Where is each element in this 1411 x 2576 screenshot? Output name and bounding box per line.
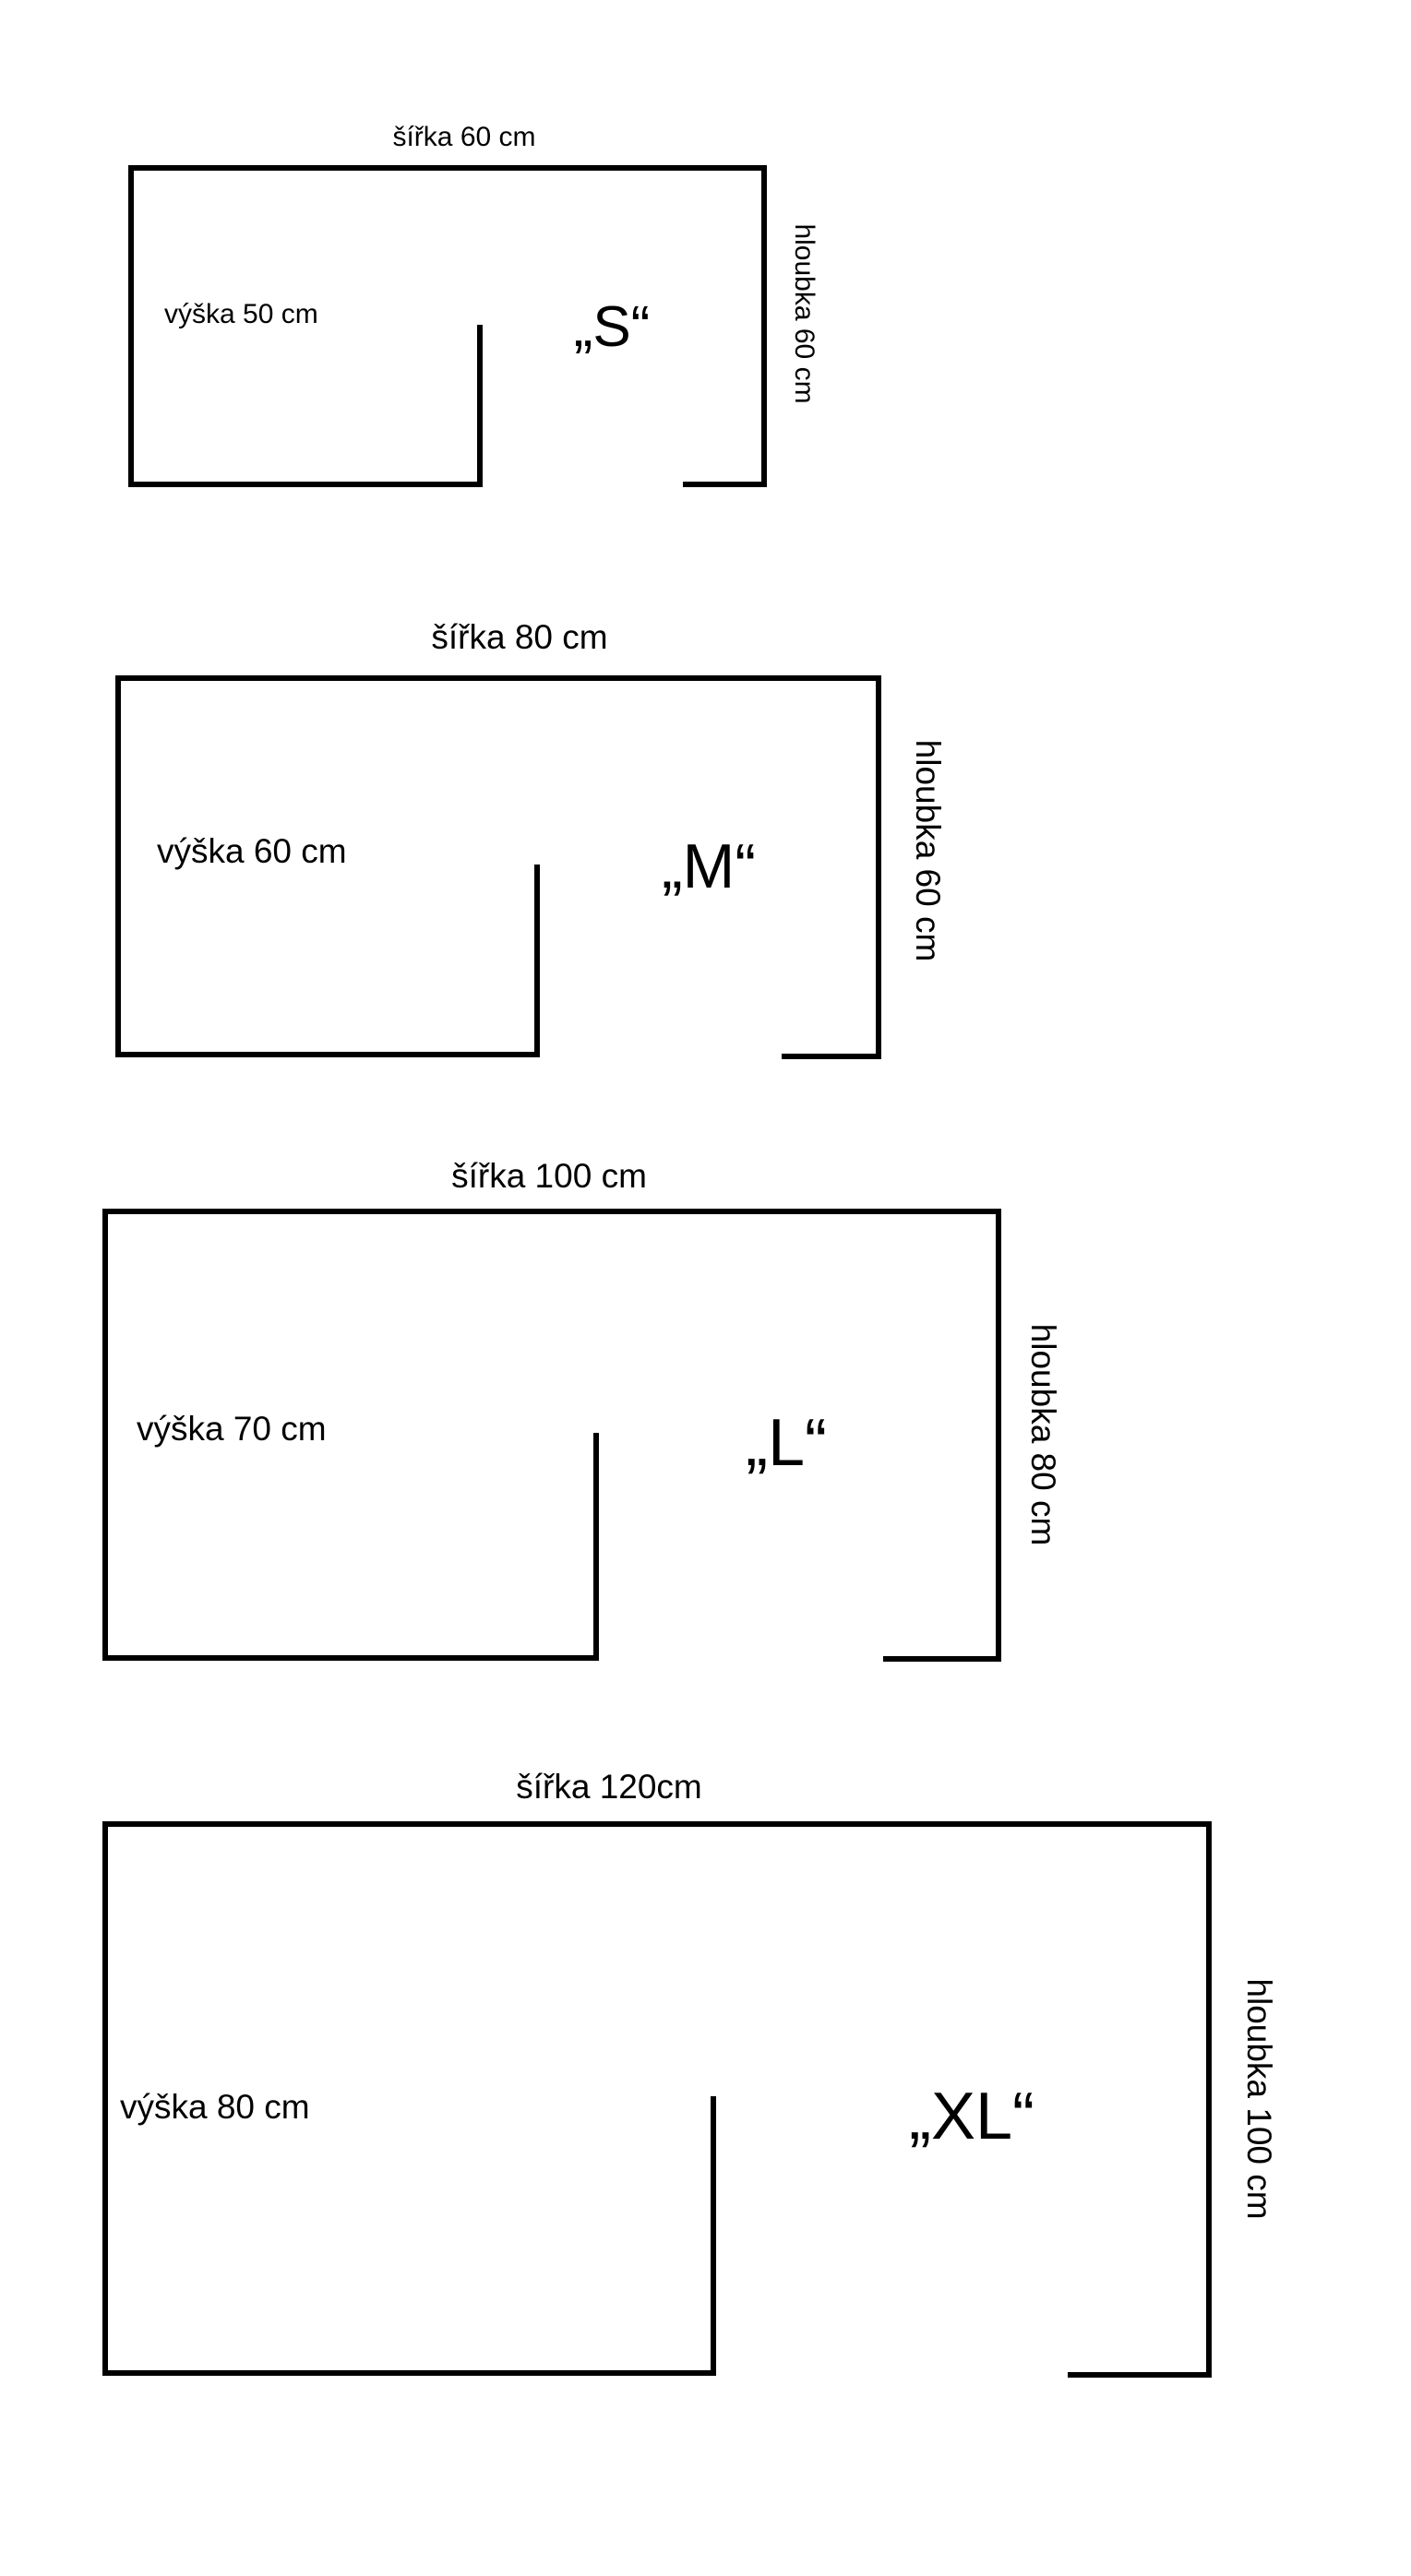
size-l-height-label: výška 70 cm: [137, 1410, 327, 1448]
size-l-outline: [102, 1209, 1001, 1662]
size-xl-outline: [102, 1821, 1212, 2378]
size-s-size-label: „S“: [574, 295, 651, 359]
size-s-width-label: šířka 60 cm: [392, 122, 535, 152]
size-l-width-label: šířka 100 cm: [451, 1157, 647, 1195]
size-l-group: šířka 100 cm výška 70 cm „L“ hloubka 80 …: [102, 1157, 1062, 1662]
size-xl-depth-label: hloubka 100 cm: [1240, 1978, 1278, 2219]
size-xl-group: šířka 120cm výška 80 cm „XL“ hloubka 100…: [102, 1768, 1278, 2378]
size-s-outline: [128, 165, 767, 487]
size-m-group: šířka 80 cm výška 60 cm „M“ hloubka 60 c…: [115, 618, 947, 1059]
size-m-size-label: „M“: [662, 831, 756, 901]
size-m-depth-label: hloubka 60 cm: [909, 740, 947, 962]
size-s-height-label: výška 50 cm: [164, 299, 318, 329]
size-m-width-label: šířka 80 cm: [431, 618, 607, 656]
size-m-height-label: výška 60 cm: [157, 832, 347, 870]
size-s-group: šířka 60 cm výška 50 cm „S“ hloubka 60 c…: [128, 122, 819, 487]
size-xl-height-label: výška 80 cm: [120, 2088, 310, 2126]
size-m-outline: [115, 675, 881, 1059]
size-xl-size-label: „XL“: [909, 2080, 1034, 2153]
size-s-depth-label: hloubka 60 cm: [789, 223, 819, 403]
size-l-depth-label: hloubka 80 cm: [1024, 1324, 1062, 1546]
size-l-size-label: „L“: [746, 1406, 827, 1480]
size-xl-width-label: šířka 120cm: [516, 1768, 702, 1806]
